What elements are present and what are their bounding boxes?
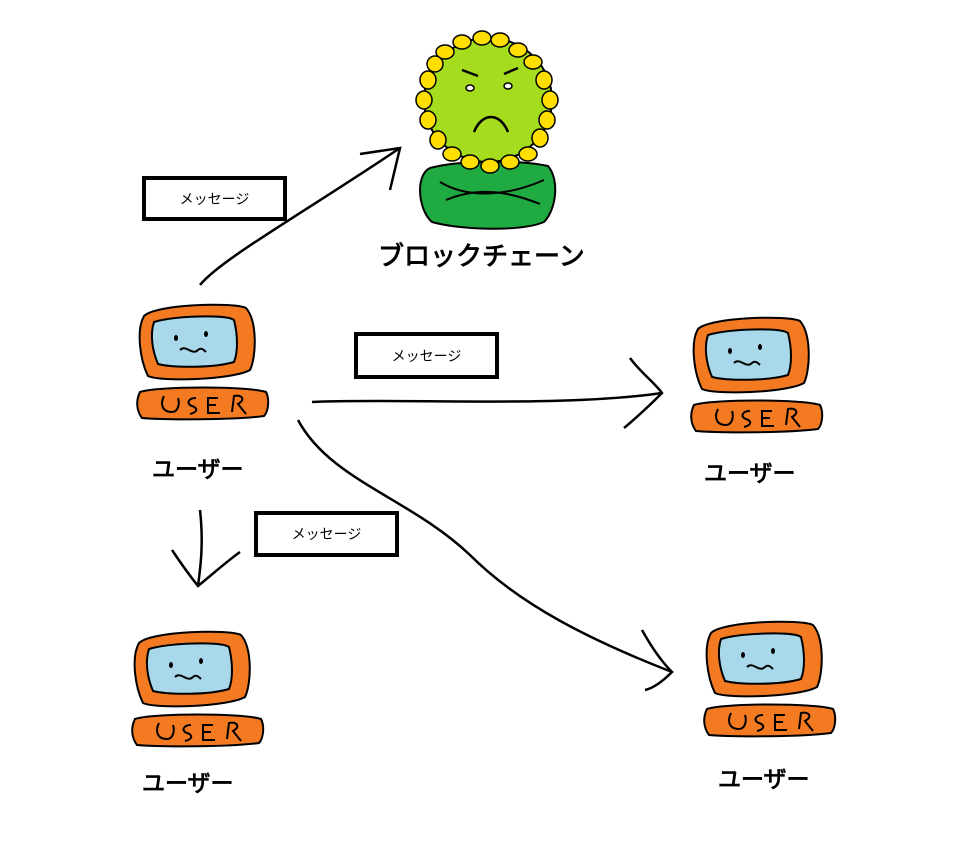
recipient-bottom-left-computer-icon bbox=[131, 630, 265, 748]
sender-computer-icon bbox=[136, 303, 270, 421]
blockchain-label: ブロックチェーン bbox=[378, 242, 585, 272]
message-box-to-blockchain: メッセージ bbox=[142, 176, 287, 221]
recipient-bottom-right-computer-icon bbox=[703, 620, 837, 738]
user-label-recipient-right: ユーザー bbox=[704, 461, 796, 487]
recipient-right-computer-icon bbox=[690, 316, 824, 434]
arrow-to-recipient-right bbox=[311, 357, 664, 429]
message-box-to-recipient-right: メッセージ bbox=[354, 332, 499, 379]
blockchain-character-icon bbox=[415, 30, 559, 230]
message-box-to-recipient-bottom-left: メッセージ bbox=[254, 511, 399, 557]
arrow-to-recipient-bottom-right bbox=[296, 419, 674, 692]
user-label-sender: ユーザー bbox=[152, 457, 244, 483]
arrow-to-blockchain bbox=[199, 146, 402, 286]
arrow-to-recipient-bottom-left bbox=[170, 509, 241, 588]
user-label-recipient-bottom-right: ユーザー bbox=[718, 767, 810, 793]
user-label-recipient-bottom-left: ユーザー bbox=[142, 771, 234, 797]
